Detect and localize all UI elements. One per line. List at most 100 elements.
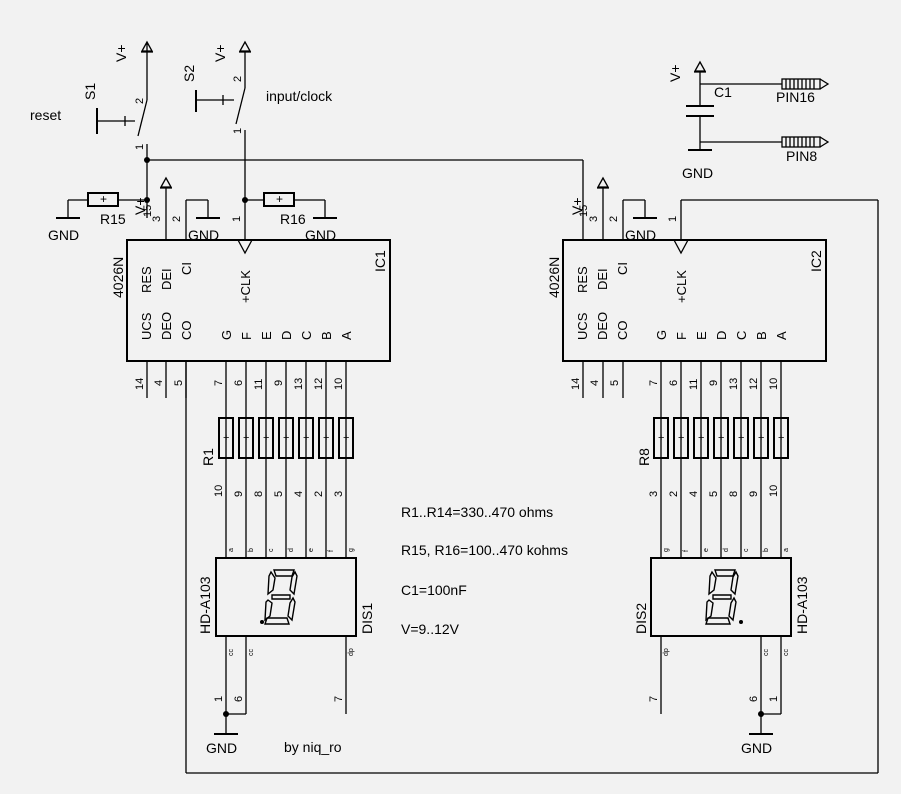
dis2-pin-num: 3 xyxy=(648,491,660,497)
ic2-pin-dei-num: 3 xyxy=(588,216,600,222)
ic2-name: IC2 xyxy=(808,250,824,272)
dis1-pin-num: 7 xyxy=(333,696,345,702)
ic1-pin-label: A xyxy=(339,331,354,340)
ic2-pin-label: D xyxy=(714,331,729,340)
dis1-pin-num: 8 xyxy=(253,491,265,497)
dis1-pin-label: d xyxy=(288,548,295,552)
r15-label: R15 xyxy=(100,211,126,227)
dis2-pin-label: g xyxy=(663,548,670,552)
ic2-pin-dei-label: DEI xyxy=(595,268,610,290)
dis2-pin-num: 6 xyxy=(748,696,760,702)
ic2-pin-clk-num: 1 xyxy=(667,216,679,222)
dis1-top-pins: 10 a 9 b 8 c 5 d 4 e 2 f 3 g xyxy=(213,485,355,552)
resistor-plus-mark: + xyxy=(658,432,664,444)
pin16-label: PIN16 xyxy=(776,89,815,105)
ic1-pin-label: F xyxy=(239,332,254,340)
ic2-pin-num: 5 xyxy=(609,380,621,386)
dis2-pin-num: 9 xyxy=(748,491,760,497)
ic2-clk-label: +CLK xyxy=(674,270,689,303)
ic1-pin-clk-num: 1 xyxy=(231,216,243,222)
dis2-pin-label: a xyxy=(783,548,790,552)
ic2-pin-res-num: 15 xyxy=(578,205,590,217)
ic2-pin-label: UCS xyxy=(575,312,590,340)
ic2-pin-label: G xyxy=(654,330,669,340)
dis2-bottom-pins: dp 7 cc 6 cc 1 xyxy=(648,648,790,702)
dis1-pin-label: dp xyxy=(348,648,355,656)
dis2-part: HD-A103 xyxy=(794,576,810,634)
vplus-label-ic1: V+ xyxy=(132,197,148,215)
ic2-pin-label: F xyxy=(674,332,689,340)
resistor-plus-mark: + xyxy=(343,432,349,444)
s1-pin1: 1 xyxy=(134,144,146,150)
junctions xyxy=(144,157,764,717)
ic1-pin-label: C xyxy=(299,331,314,340)
resistor-plus-mark: + xyxy=(263,432,269,444)
ic2-pin-res-label: RES xyxy=(575,266,590,293)
dis2-pin-num: 4 xyxy=(688,491,700,497)
ic2-part: 4026N xyxy=(546,257,562,298)
ic1-chip xyxy=(126,239,391,362)
s1-pin2: 2 xyxy=(134,98,146,104)
ic1-pin-num: 11 xyxy=(253,379,265,390)
note-3: C1=100nF xyxy=(401,582,467,598)
ic2-pin-num: 9 xyxy=(708,380,720,386)
ic2-pin-label: B xyxy=(754,331,769,340)
pin8-connector xyxy=(781,136,830,148)
s1-label: S1 xyxy=(82,83,98,100)
ic1-pin-res-label: RES xyxy=(139,266,154,293)
ic2-pin-num: 13 xyxy=(728,378,740,390)
vplus-label-ic2: V+ xyxy=(569,197,585,215)
dis1-part: HD-A103 xyxy=(197,576,213,634)
ic1-pin-label: G xyxy=(219,330,234,340)
dis1-pin-label: b xyxy=(248,548,255,552)
ic2-pin-num: 12 xyxy=(748,378,760,390)
dis1-pin-num: 10 xyxy=(213,485,225,497)
dis2-pin-label: cc xyxy=(763,649,770,657)
dis2-pin-num: 1 xyxy=(768,696,780,702)
dis1-pin-label: c xyxy=(268,548,275,552)
resistor-plus-mark: + xyxy=(283,432,289,444)
dis2-pin-label: f xyxy=(683,550,690,552)
dis1-pin-label: e xyxy=(308,548,315,552)
r15-body xyxy=(87,192,119,207)
dis2-pin-label: dp xyxy=(663,648,670,656)
ic1-clk-label: +CLK xyxy=(238,270,253,303)
dis2-name: DIS2 xyxy=(633,603,649,634)
dis1-display xyxy=(215,557,357,637)
ic2-pin-label: CO xyxy=(615,321,630,341)
ic2-pin-num: 14 xyxy=(570,378,582,390)
reset-label: reset xyxy=(30,107,61,123)
resistor-array-right xyxy=(653,417,789,459)
dis1-pin-label: g xyxy=(348,548,355,552)
resistor-plus-marks: ++++++++++++++ xyxy=(223,432,784,444)
resistor-plus-mark: + xyxy=(698,432,704,444)
dis2-pin-num: 7 xyxy=(648,696,660,702)
capacitor-c1 xyxy=(686,105,714,117)
ic1-name: IC1 xyxy=(372,250,388,272)
s2-pin2: 2 xyxy=(232,76,244,82)
ic1-bottom-pins: UCS 14 DEO 4 CO 5 G 7 F 6 E 11 D 9 C 13 … xyxy=(134,312,354,390)
ic1-pin-label: B xyxy=(319,331,334,340)
ic2-chip xyxy=(562,239,827,362)
dis1-pin-num: 6 xyxy=(233,696,245,702)
ic1-pin-label: DEO xyxy=(159,312,174,340)
switch-s2 xyxy=(195,90,234,112)
ic2-pin-num: 4 xyxy=(589,380,601,386)
ic1-part: 4026N xyxy=(110,257,126,298)
dis1-pin-label: a xyxy=(228,548,235,552)
dis1-pin-num: 2 xyxy=(313,491,325,497)
ic1-pin-label: D xyxy=(279,331,294,340)
switch-s1 xyxy=(96,108,135,134)
ic2-pin-label: C xyxy=(734,331,749,340)
dis2-pin-num: 8 xyxy=(728,491,740,497)
r16-body xyxy=(263,192,295,207)
dis1-pin-num: 3 xyxy=(333,491,345,497)
dis1-bottom-pins: cc 1 cc 6 dp 7 xyxy=(213,648,355,702)
ic1-pin-ci-label: CI xyxy=(179,262,194,275)
ic1-pin-num: 10 xyxy=(333,378,345,390)
vplus-label-s2: V+ xyxy=(212,44,228,62)
r15-plus: + xyxy=(100,192,107,206)
dis2-top-pins: 3 g 2 f 4 e 5 d 8 c 9 b 10 a xyxy=(648,485,790,552)
resistor-plus-mark: + xyxy=(223,432,229,444)
